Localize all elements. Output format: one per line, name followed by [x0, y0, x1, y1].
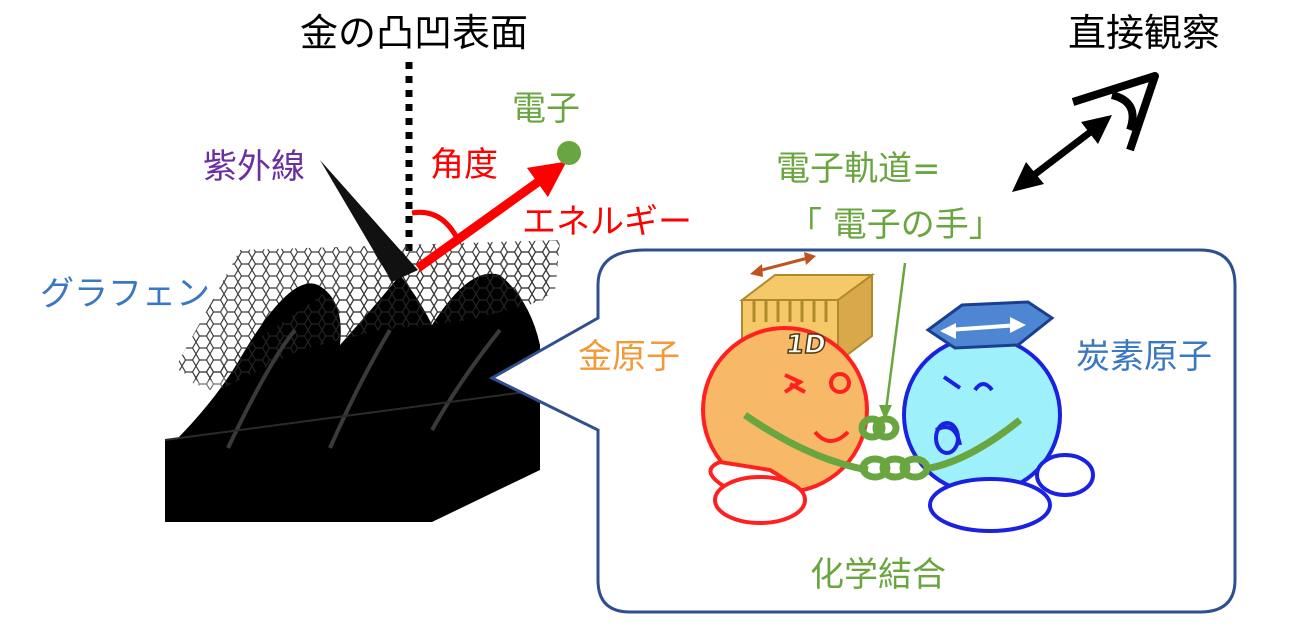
label-direct-observation: 直接観察: [1068, 11, 1221, 55]
orbital-pointer: [883, 262, 907, 419]
label-ultraviolet: 紫外線: [203, 147, 305, 187]
label-1d: 1D: [783, 329, 828, 361]
carbon-atom: [902, 335, 1095, 533]
label-gold-atom: 金原子: [578, 337, 680, 377]
electron-dot: [557, 141, 581, 165]
electron-hands: [743, 412, 1023, 481]
photoelectron-arrow: [415, 161, 567, 272]
label-electron-hand: 「 電子の手」: [788, 205, 1003, 245]
label-chemical-bond: 化学結合: [810, 555, 946, 595]
label-energy: エネルギー: [522, 202, 692, 242]
angle-arc: [411, 209, 461, 242]
observation-arrow: [1012, 115, 1112, 192]
carbon-hexagon-hat: [925, 300, 1055, 350]
uv-light-beam: [320, 160, 418, 282]
gold-atom: [701, 326, 869, 525]
label-graphene: グラフェン: [40, 274, 210, 314]
label-electron: 電子: [512, 89, 580, 129]
label-angle: 角度: [430, 145, 498, 185]
label-carbon-atom: 炭素原子: [1076, 337, 1212, 377]
label-electron-orbital: 電子軌道=: [776, 149, 941, 189]
eye-icon: [1071, 72, 1159, 152]
title-gold-corrugated-surface: 金の凸凹表面: [300, 11, 529, 55]
